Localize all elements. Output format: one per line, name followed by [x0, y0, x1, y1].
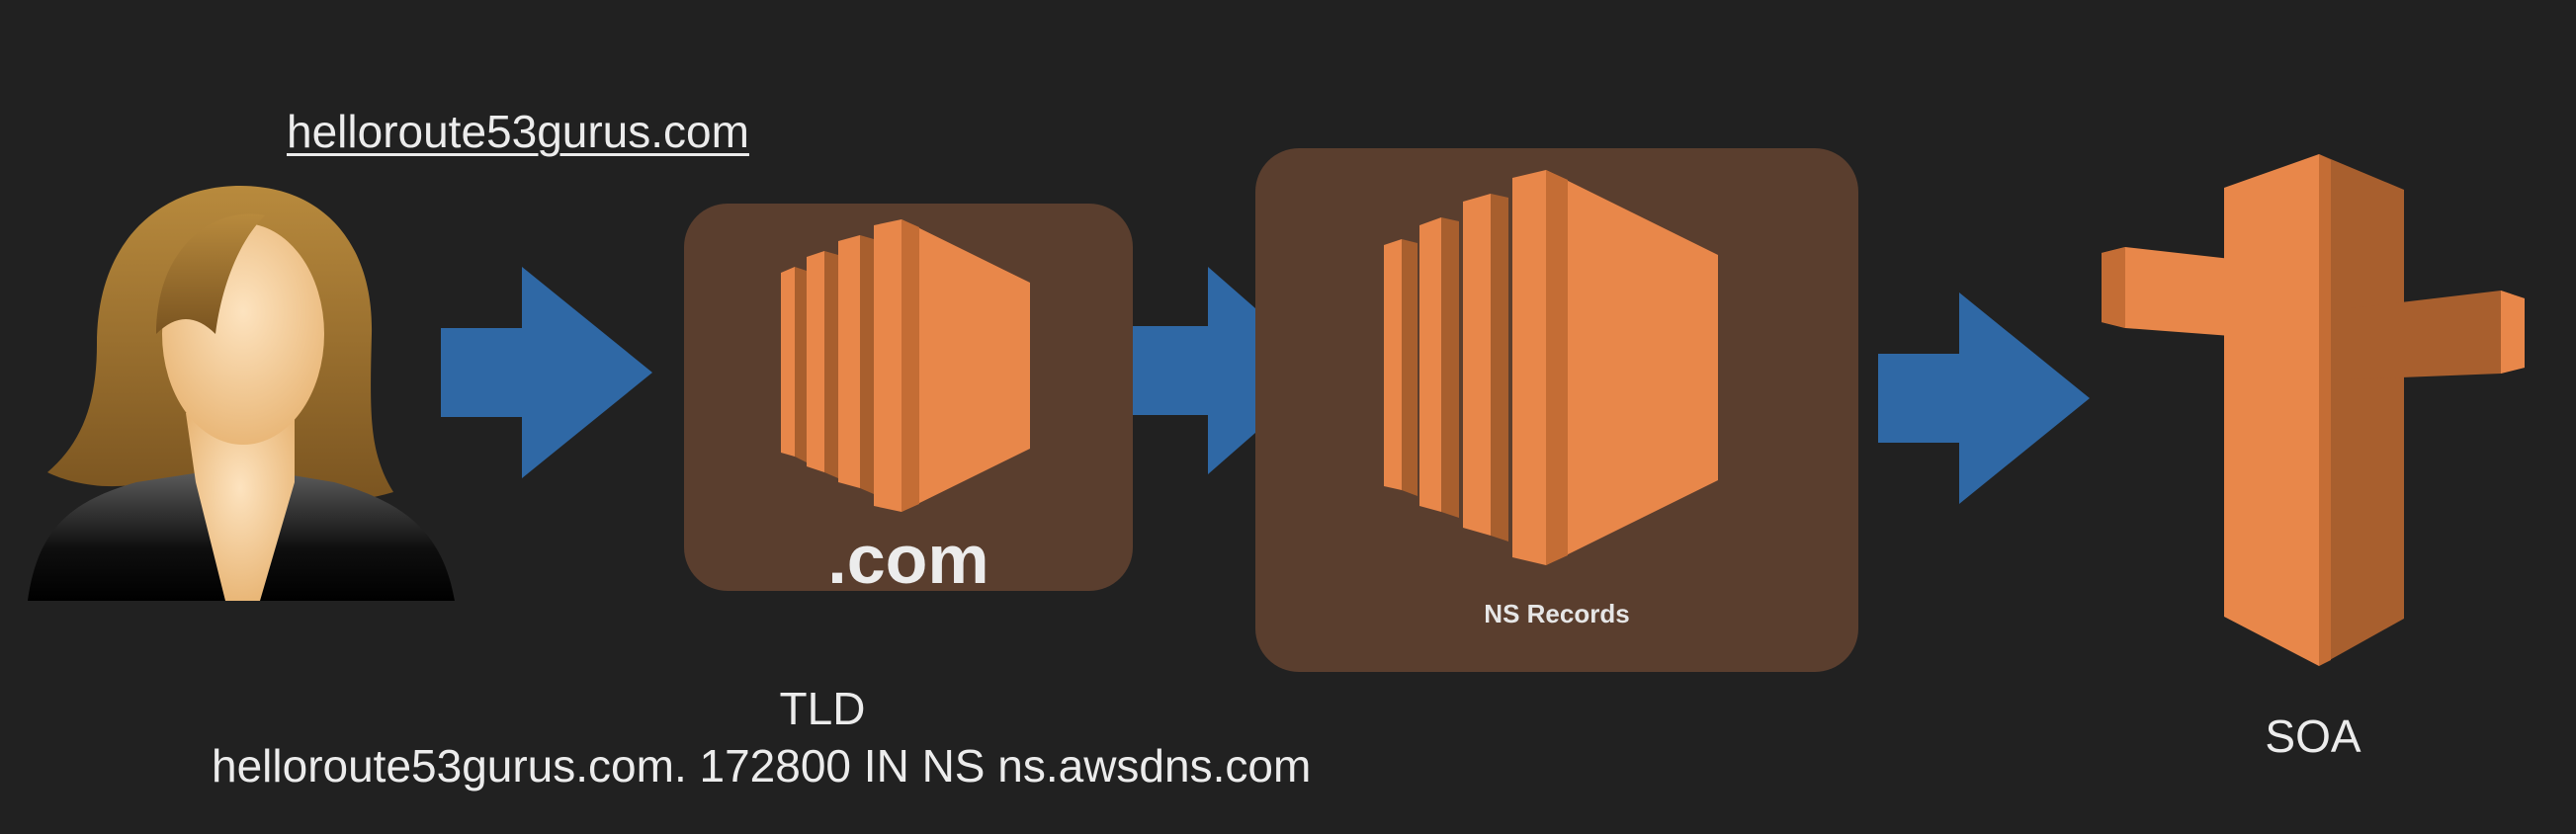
- aws-compute-icon: [1384, 170, 1718, 565]
- arrow-right-icon: [441, 267, 652, 478]
- tld-box-label: .com: [827, 521, 989, 598]
- arrow-right-icon: [1878, 292, 2090, 504]
- soa-caption: SOA: [2265, 710, 2361, 762]
- ns-record-text: helloroute53gurus.com. 172800 IN NS ns.a…: [212, 740, 1312, 792]
- route53-signpost-icon: [2102, 154, 2525, 666]
- tld-caption: TLD: [779, 683, 866, 734]
- user-avatar-icon: [28, 186, 455, 601]
- domain-name: helloroute53gurus.com: [287, 106, 749, 157]
- ns-records-label: NS Records: [1484, 599, 1630, 628]
- aws-compute-icon: [781, 219, 1030, 512]
- arrow-right-icon: [1133, 267, 1327, 474]
